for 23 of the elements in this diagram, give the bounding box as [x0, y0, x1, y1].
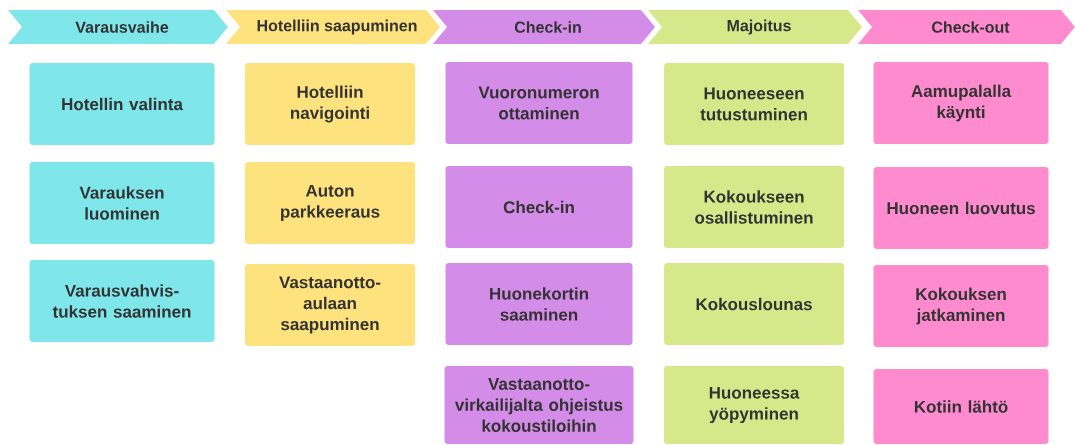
stage-header: Check-in — [433, 10, 655, 44]
step-card: Varausvahvis- tuksen saaminen — [29, 260, 215, 342]
step-card: Kokouslounas — [664, 263, 844, 345]
step-card: Huonekortin saaminen — [445, 263, 633, 345]
step-card: Huoneessa yöpyminen — [664, 366, 844, 444]
step-card: Kokoukseen osallistuminen — [664, 166, 844, 248]
step-card: Huoneeseen tutustuminen — [664, 63, 844, 145]
step-card: Check-in — [445, 166, 633, 248]
step-card: Kokouksen jatkaminen — [873, 265, 1049, 347]
step-card: Vuoronumeron ottaminen — [445, 62, 633, 144]
stage-header: Check-out — [858, 10, 1075, 44]
step-card: Vastaanotto- virkailijalta ohjeistus kokoustiloihin — [444, 366, 634, 444]
step-card: Auton parkkeeraus — [245, 162, 415, 244]
step-card: Aamupalalla käynti — [873, 62, 1049, 144]
step-card: Huoneen luovutus — [873, 167, 1049, 249]
stage-header: Hotelliin saapuminen — [226, 10, 440, 44]
step-card: Hotellin valinta — [29, 63, 215, 145]
stage-header: Majoitus — [648, 10, 862, 44]
step-card: Vastaanotto- aulaan saapuminen — [245, 264, 415, 346]
step-card: Kotiin lähtö — [873, 369, 1049, 444]
stage-header: Varausvaihe — [8, 10, 228, 44]
step-card: Hotelliin navigointi — [245, 63, 415, 145]
step-card: Varauksen luominen — [29, 162, 215, 244]
